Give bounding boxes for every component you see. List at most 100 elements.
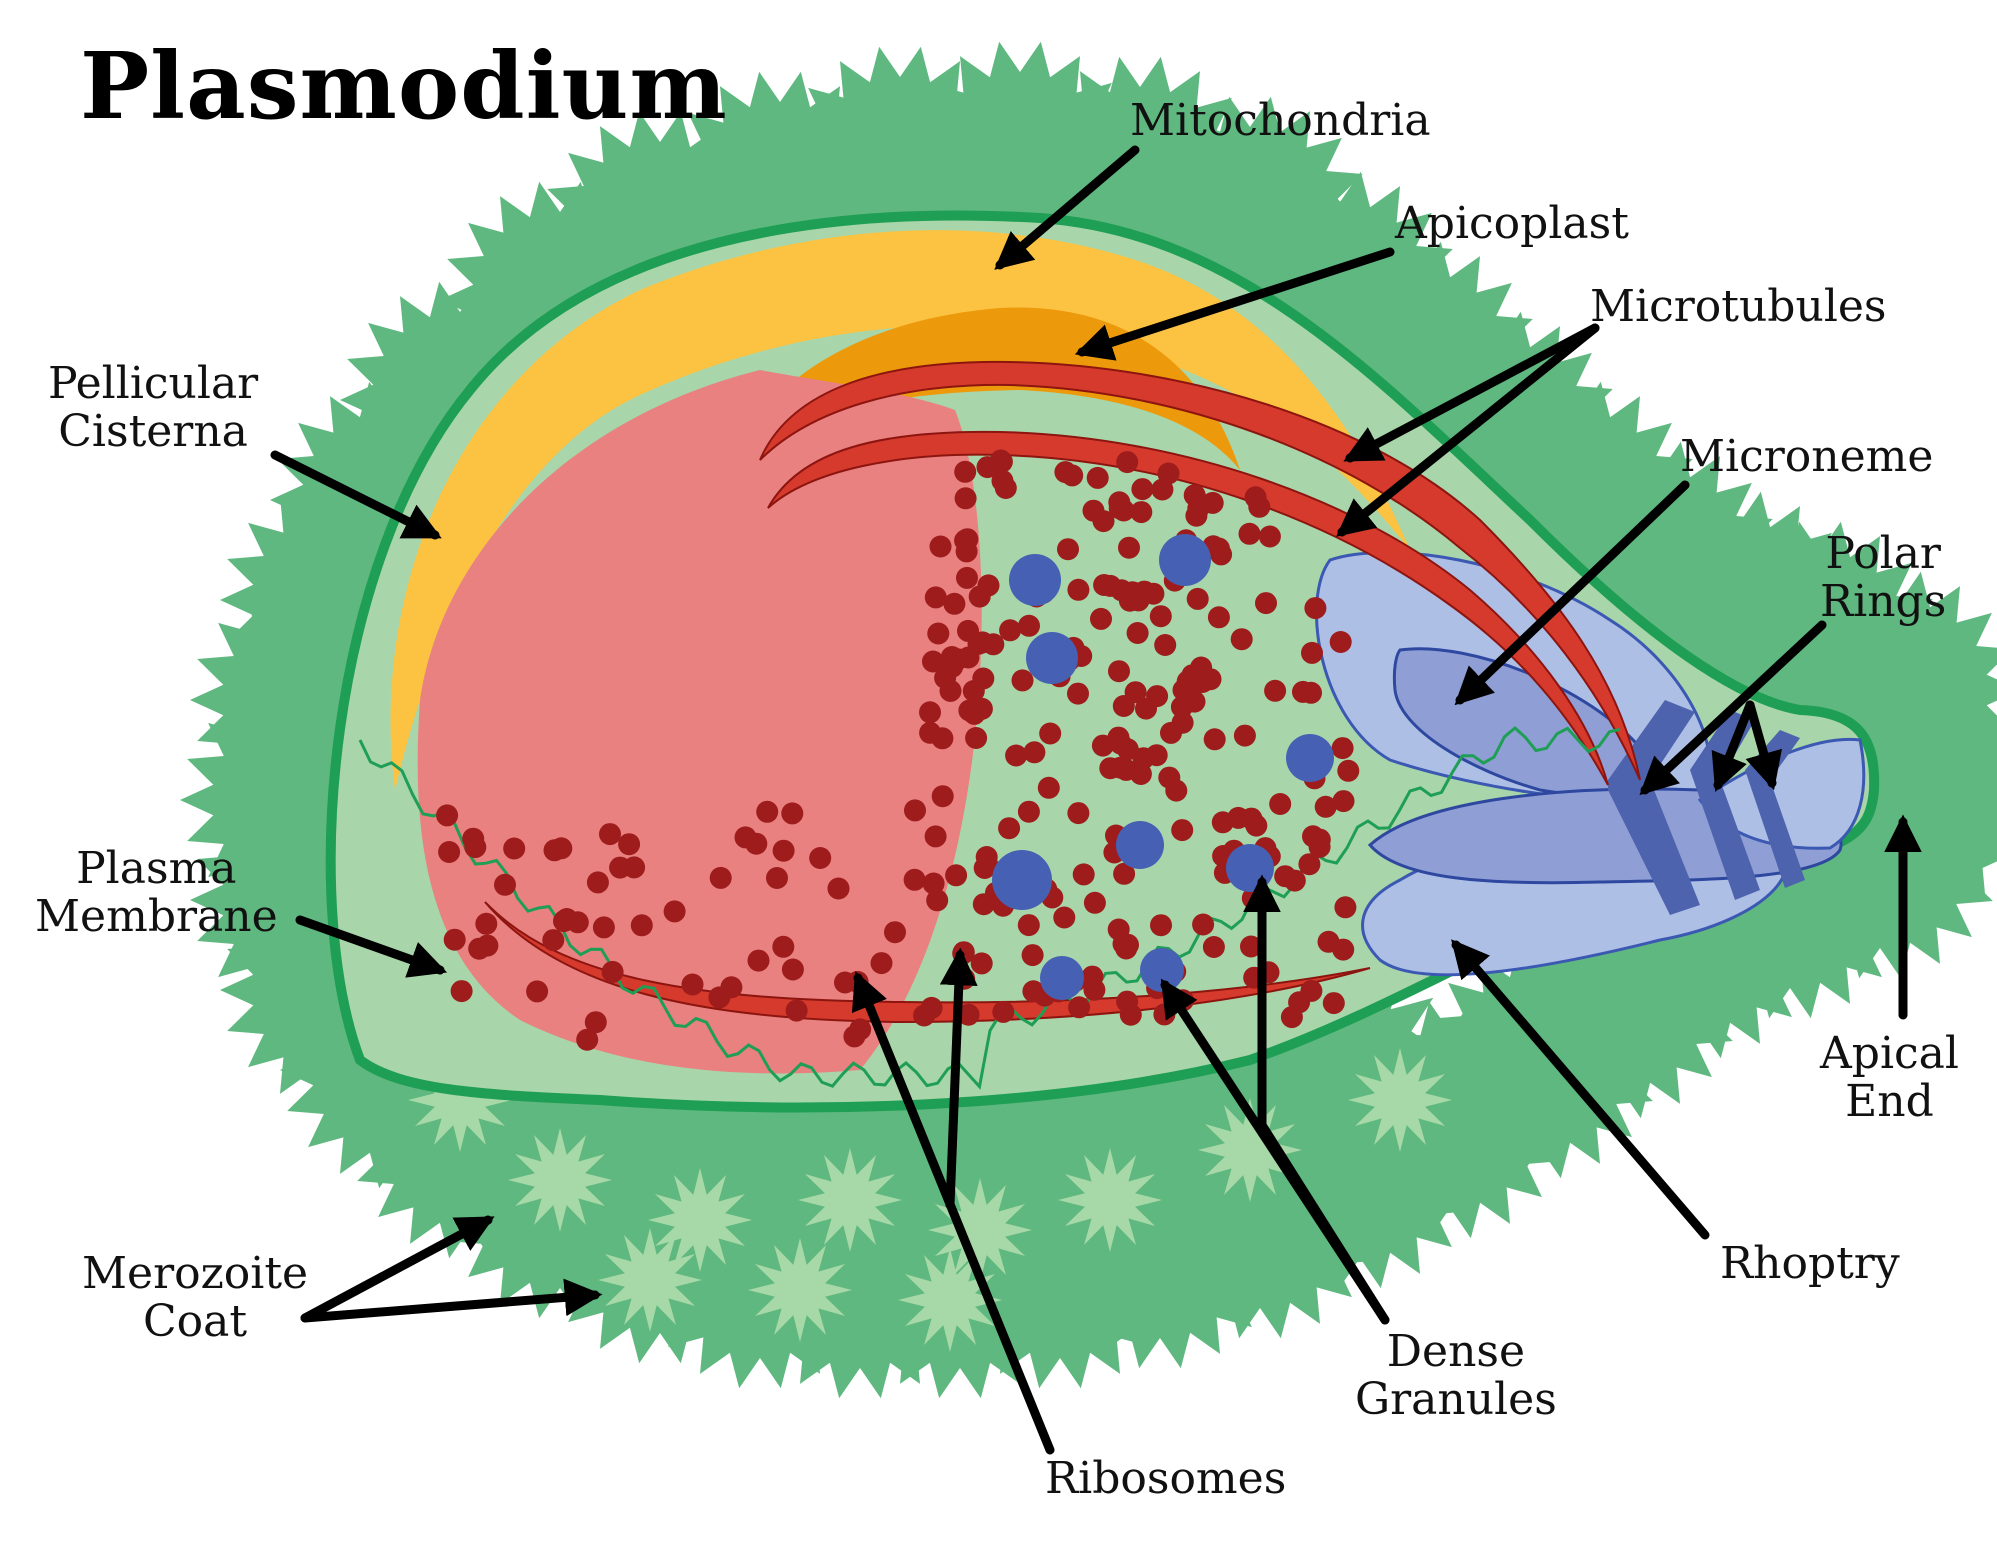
ribosome-dot bbox=[827, 877, 850, 900]
ribosome-dot bbox=[1067, 682, 1089, 705]
ribosome-dot bbox=[1332, 938, 1355, 961]
arrow-polar-rings-3 bbox=[1745, 700, 1782, 791]
ribosome-dot bbox=[1332, 790, 1355, 813]
ribosome-dot bbox=[919, 701, 941, 724]
ribosome-dot bbox=[884, 921, 906, 944]
ribosome-dot bbox=[745, 832, 768, 855]
label-plasma-membrane: Plasma Membrane bbox=[35, 843, 278, 943]
ribosome-dot bbox=[931, 785, 954, 808]
ribosome-dot bbox=[1057, 538, 1079, 561]
ribosome-dot bbox=[475, 912, 498, 935]
dense-granule bbox=[1159, 534, 1211, 586]
ribosome-dot bbox=[599, 823, 621, 846]
ribosome-dot bbox=[954, 529, 977, 552]
ribosome-dot bbox=[1018, 614, 1040, 637]
ribosome-dot bbox=[1171, 819, 1194, 842]
label-microtubules: Microtubules bbox=[1590, 281, 1887, 332]
ribosome-dot bbox=[1269, 793, 1292, 815]
dense-granule bbox=[1009, 554, 1061, 606]
ribosome-dot bbox=[747, 949, 770, 972]
ribosome-dot bbox=[1227, 806, 1250, 829]
ribosome-dot bbox=[1135, 697, 1157, 720]
ribosome-dot bbox=[870, 952, 893, 975]
ribosome-dot bbox=[1207, 606, 1230, 629]
ribosome-dot bbox=[1210, 543, 1233, 566]
ribosome-dot bbox=[991, 469, 1014, 492]
ribosome-dot bbox=[1091, 734, 1114, 757]
ribosome-dot bbox=[1329, 631, 1352, 653]
ribosome-dot bbox=[849, 1018, 872, 1041]
ribosome-dot bbox=[1021, 944, 1044, 967]
label-microneme: Microneme bbox=[1680, 431, 1934, 482]
ribosome-dot bbox=[1017, 800, 1040, 823]
ribosome-dot bbox=[970, 952, 993, 975]
ribosome-dot bbox=[436, 804, 459, 827]
ribosome-dot bbox=[1238, 522, 1261, 545]
ribosome-dot bbox=[462, 827, 485, 850]
ribosome-dot bbox=[1283, 869, 1306, 892]
ribosome-dot bbox=[681, 973, 704, 996]
ribosome-dot bbox=[450, 980, 473, 1003]
coat-spike bbox=[798, 1148, 902, 1252]
ribosome-dot bbox=[1149, 605, 1172, 628]
ribosome-dot bbox=[1119, 1003, 1142, 1026]
coat-spike bbox=[1058, 1148, 1162, 1252]
label-merozoite-coat-line1: Merozoite bbox=[82, 1248, 309, 1299]
ribosome-dot bbox=[1124, 681, 1147, 704]
ribosome-dot bbox=[1248, 495, 1271, 518]
label-apicoplast: Apicoplast bbox=[1395, 198, 1629, 249]
label-dense-granules: Dense Granules bbox=[1355, 1327, 1557, 1425]
ribosome-dot bbox=[1005, 744, 1028, 767]
page-title: Plasmodium bbox=[80, 32, 728, 140]
ribosome-dot bbox=[924, 825, 947, 848]
ribosome-dot bbox=[1258, 525, 1281, 548]
ribosome-dot bbox=[772, 935, 795, 958]
ribosome-dot bbox=[972, 893, 995, 916]
arrow-polar-rings-1 bbox=[1639, 620, 1827, 796]
ribosome-dot bbox=[553, 910, 575, 933]
ribosome-dot bbox=[1118, 589, 1141, 612]
ribosome-dot bbox=[1255, 592, 1277, 615]
ribosome-dot bbox=[967, 632, 990, 655]
ribosome-dot bbox=[756, 800, 779, 823]
ribosome-dot bbox=[1203, 728, 1226, 751]
ribosome-dot bbox=[927, 622, 950, 645]
arrow-mitochondria bbox=[994, 145, 1140, 270]
ribosome-dot bbox=[708, 986, 731, 1009]
arrow-plasma-membrane bbox=[295, 915, 448, 978]
arrow-microtubules-2 bbox=[1336, 323, 1600, 537]
ribosome-dot bbox=[1331, 737, 1354, 760]
ribosome-dot bbox=[1314, 795, 1337, 818]
ribosome-dot bbox=[903, 868, 926, 891]
label-polar-rings-line1: Polar bbox=[1825, 528, 1941, 579]
dense-granule bbox=[1026, 632, 1078, 684]
ribosome-dot bbox=[954, 487, 977, 510]
ribosome-dot bbox=[503, 837, 526, 860]
arrow-rhoptry bbox=[1451, 939, 1710, 1240]
label-apical-end-line1: Apical bbox=[1820, 1028, 1959, 1079]
ribosome-dot bbox=[943, 592, 966, 615]
ribosome-dot bbox=[904, 799, 926, 822]
arrow-microneme bbox=[1454, 480, 1690, 706]
coat-spike bbox=[508, 1128, 612, 1232]
label-arrows bbox=[270, 145, 1922, 1455]
label-plasma-membrane-line2: Membrane bbox=[35, 891, 278, 943]
ribosome-dot bbox=[1280, 1006, 1303, 1029]
coat-spike bbox=[648, 1168, 752, 1272]
ribosome-dot bbox=[618, 833, 641, 856]
ribosome-dot bbox=[586, 871, 609, 894]
dense-granule bbox=[1286, 734, 1334, 782]
ribosome-dot bbox=[1039, 722, 1062, 745]
coat-spike bbox=[898, 1248, 1002, 1352]
ribosome-dot bbox=[781, 958, 804, 981]
ribosome-dot bbox=[1308, 835, 1331, 858]
label-plasma-membrane-line1: Plasma bbox=[76, 843, 237, 894]
ribosome-dot bbox=[1022, 980, 1045, 1003]
label-ribosomes: Ribosomes bbox=[1045, 1453, 1287, 1504]
ribosome-dot bbox=[630, 914, 653, 937]
arrow-dense-granules-3 bbox=[1257, 1120, 1390, 1325]
dense-granule bbox=[992, 850, 1052, 910]
arrow-polar-rings-2 bbox=[1711, 700, 1755, 793]
arrow-merozoite-coat-1 bbox=[300, 1215, 495, 1323]
ribosome-dot bbox=[1230, 628, 1253, 651]
